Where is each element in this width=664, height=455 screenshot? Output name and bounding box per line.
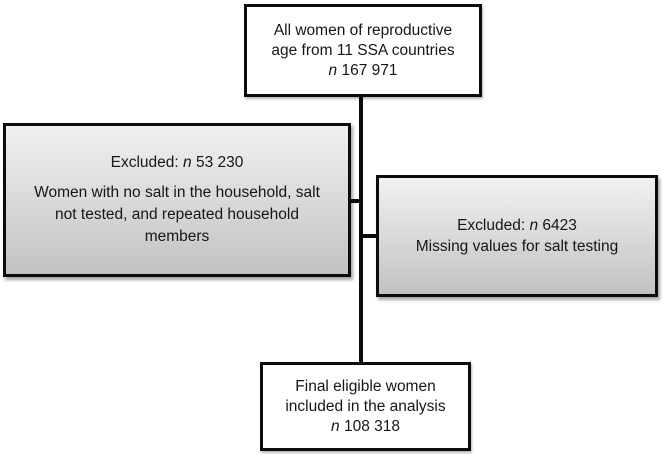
excluded-left-title-prefix: Excluded: bbox=[110, 153, 184, 171]
excluded-left-body-line-1: Women with no salt in the household, sal… bbox=[34, 183, 320, 201]
population-n-line: n 167 971 bbox=[329, 61, 398, 81]
excluded-left-body: Women with no salt in the household, sal… bbox=[34, 182, 320, 248]
excluded-left-title: Excluded: n 53 230 bbox=[111, 153, 244, 173]
excluded-left-n-value: 53 230 bbox=[191, 153, 244, 171]
connector-vertical-line bbox=[359, 96, 363, 362]
population-line-1: All women of reproductive bbox=[273, 21, 453, 39]
n-symbol: n bbox=[328, 61, 338, 79]
excluded-left-box: Excluded: n 53 230 Women with no salt in… bbox=[3, 123, 351, 277]
n-symbol: n bbox=[183, 153, 192, 171]
n-symbol: n bbox=[331, 417, 340, 435]
n-symbol: n bbox=[529, 217, 539, 234]
final-box: Final eligible women included in the ana… bbox=[260, 362, 471, 451]
excluded-right-n-value: 6423 bbox=[538, 217, 577, 234]
population-n-value: 167 971 bbox=[337, 61, 398, 79]
final-line-2: included in the analysis bbox=[285, 397, 446, 415]
final-line-1: Final eligible women bbox=[295, 377, 436, 395]
excluded-right-box: Excluded: n 6423 Missing values for salt… bbox=[376, 175, 658, 297]
excluded-right-line-2: Missing values for salt testing bbox=[415, 238, 619, 255]
population-line-2: age from 11 SSA countries bbox=[271, 41, 455, 59]
excluded-right-title-prefix: Excluded: bbox=[457, 217, 530, 234]
final-n-value: 108 318 bbox=[339, 417, 400, 435]
excluded-left-body-line-2: not tested, and repeated household bbox=[55, 205, 299, 223]
excluded-right-title: Excluded: n 6423 bbox=[457, 215, 577, 236]
population-box: All women of reproductive age from 11 SS… bbox=[244, 4, 482, 97]
final-n-line: n 108 318 bbox=[331, 417, 400, 437]
connector-right-stub bbox=[361, 234, 378, 238]
excluded-left-body-line-3: members bbox=[144, 227, 210, 245]
connector-left-stub bbox=[348, 199, 361, 203]
